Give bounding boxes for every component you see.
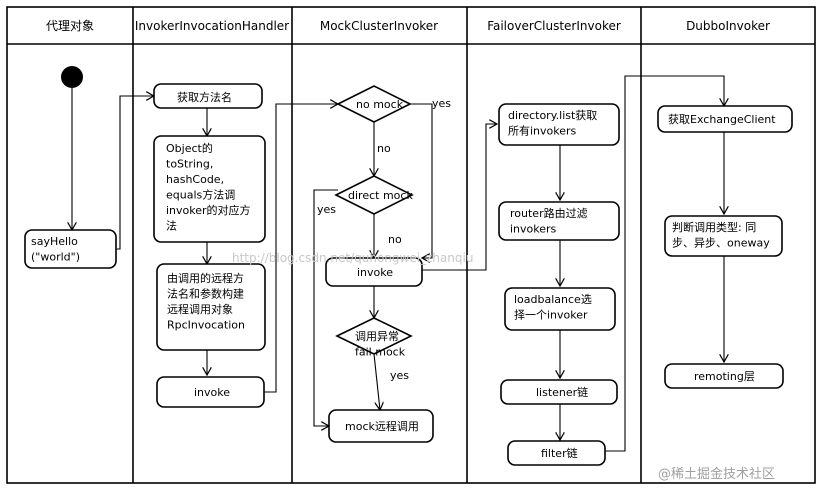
node-object-methods-text: toString, — [166, 158, 213, 171]
node-judge-type: 判断调用类型: 同步、异步、oneway — [664, 215, 783, 257]
node-call-exception: 调用异常 fail mock — [335, 317, 413, 359]
start-node — [61, 66, 83, 88]
node-sayhello-text: sayHello — [31, 235, 78, 248]
node-direct-mock: direct mock — [334, 175, 414, 215]
node-direct-mock-text: direct mock — [348, 189, 413, 202]
node-sayhello-shape — [24, 229, 117, 269]
node-build-rpc-text: 远程调用对象 — [167, 302, 233, 316]
node-router: router路由过滤 invokers — [498, 201, 620, 241]
node-object-methods-text: equals方法调 — [166, 188, 235, 202]
node-exchange-client: 获取ExchangeClient — [657, 105, 793, 133]
node-loadbalance-text: loadbalance选 — [514, 293, 592, 306]
node-direct-mock-shape — [334, 175, 414, 215]
node-router-text: invokers — [510, 223, 557, 236]
node-router-shape — [498, 201, 620, 241]
node-judge-type-text: 判断调用类型: 同 — [672, 220, 756, 234]
node-loadbalance-text: 择一个invoker — [514, 308, 588, 322]
lane-title-failover: FailoverClusterInvoker — [487, 19, 621, 33]
node-remoting-shape — [664, 363, 784, 389]
node-build-rpc-shape — [156, 263, 266, 351]
node-exchange-client-text: 获取ExchangeClient — [668, 113, 776, 126]
node-call-exception-text: fail mock — [355, 346, 406, 359]
node-filter-text: filter链 — [541, 446, 578, 460]
node-directory-list-text: 所有invokers — [508, 124, 577, 138]
site-watermark: @稀土掘金技术社区 — [658, 466, 775, 482]
edge-filter-to-exchange — [605, 75, 724, 452]
node-handler-invoke: invoke — [156, 376, 265, 408]
node-handler-invoke-shape — [156, 376, 265, 408]
node-call-exception-text: 调用异常 — [355, 330, 399, 343]
edge-mock-invoke-to-directory — [422, 124, 497, 271]
node-mock-invoke: invoke — [325, 257, 423, 287]
node-object-methods-shape — [153, 135, 266, 243]
node-listener-text: listener链 — [536, 385, 588, 399]
node-object-methods: Object的 toString, hashCode, equals方法调invoke… — [153, 135, 266, 243]
node-call-exception-shape — [335, 317, 413, 355]
lane-title-mock: MockClusterInvoker — [320, 19, 438, 33]
edge-direct-mock-yes — [313, 189, 338, 426]
node-mock-remote-shape — [328, 409, 434, 443]
node-build-rpc-text: 由调用的远程方 — [167, 271, 244, 285]
node-router-text: router路由过滤 — [510, 206, 588, 220]
watermark-url: http://blog.csdn.net/quhongwei_zhanqiu — [232, 251, 473, 265]
lane-title-dubbo: DubboInvoker — [686, 19, 770, 33]
edge-handler-invoke-to-no-mock — [264, 104, 338, 393]
node-get-method: 获取方法名 — [153, 83, 263, 109]
label-direct-mock-yes: yes — [317, 203, 336, 216]
node-object-methods-text: hashCode, — [166, 173, 224, 186]
node-no-mock: no mock — [336, 85, 412, 123]
node-mock-invoke-text: invoke — [357, 266, 393, 279]
node-directory-list-shape — [498, 103, 620, 146]
edge-no-mock-yes — [410, 103, 433, 258]
node-mock-invoke-shape — [325, 257, 423, 287]
node-exchange-client-shape — [657, 105, 793, 133]
node-remoting: remoting层 — [664, 363, 784, 389]
node-judge-type-shape — [664, 215, 783, 257]
node-listener-shape — [500, 379, 618, 405]
node-object-methods-text: 法 — [166, 219, 177, 233]
node-mock-remote-text: mock远程调用 — [345, 420, 419, 433]
node-handler-invoke-text: invoke — [194, 386, 230, 399]
node-object-methods-text: invoker的对应方 — [166, 203, 251, 217]
node-filter: filter链 — [507, 440, 606, 466]
node-build-rpc-text: 法名和参数构建 — [167, 287, 244, 301]
node-sayhello-text: ("world") — [31, 251, 80, 264]
node-no-mock-text: no mock — [356, 98, 404, 111]
node-get-method-shape — [153, 83, 263, 109]
edge-sayhello-to-get-method — [116, 96, 154, 250]
node-build-rpc-text: RpcInvocation — [167, 319, 245, 332]
node-mock-remote: mock远程调用 — [328, 409, 434, 443]
label-direct-mock-no: no — [388, 233, 402, 246]
node-loadbalance-shape — [504, 287, 616, 331]
edges — [72, 75, 724, 452]
swimlane-frame — [6, 6, 816, 484]
edge-exception-yes — [373, 353, 380, 410]
node-remoting-text: remoting层 — [694, 370, 755, 383]
node-get-method-text: 获取方法名 — [177, 90, 232, 104]
node-sayhello: sayHello ("world") — [24, 229, 117, 269]
label-no-mock-yes: yes — [432, 97, 451, 110]
node-filter-shape — [507, 440, 606, 466]
lane-title-handler: InvokerInvocationHandler — [135, 19, 289, 33]
label-no-mock-no: no — [377, 142, 391, 155]
node-directory-list-text: directory.list获取 — [508, 109, 597, 122]
node-judge-type-text: 步、异步、oneway — [672, 237, 770, 250]
label-exception-yes: yes — [390, 369, 409, 382]
node-listener: listener链 — [500, 379, 618, 405]
lane-title-proxy: 代理对象 — [46, 19, 94, 33]
node-no-mock-shape — [336, 85, 412, 123]
node-object-methods-text: Object的 — [166, 141, 213, 155]
